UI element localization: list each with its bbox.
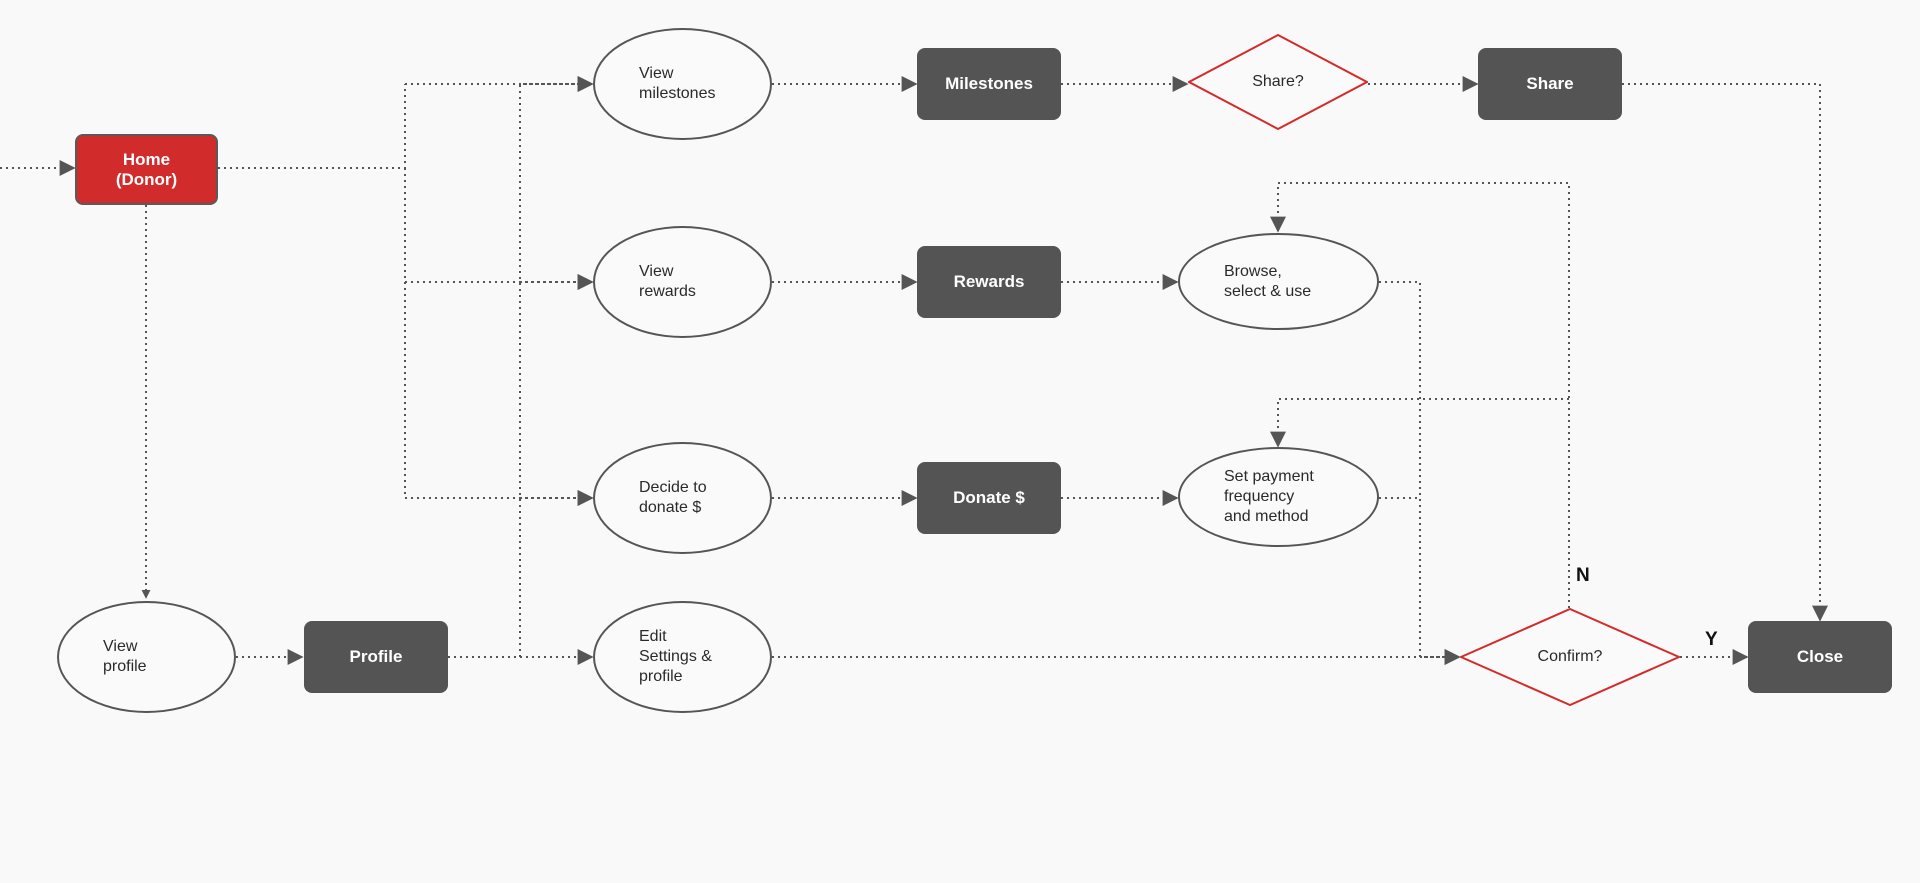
share-decision-node[interactable]: Share? bbox=[1188, 34, 1368, 130]
set-payment-node[interactable]: Set payment frequency and method bbox=[1178, 447, 1379, 547]
view-milestones-label: View milestones bbox=[639, 65, 716, 102]
share-decision-label: Share? bbox=[1252, 73, 1304, 90]
view-profile-label: View profile bbox=[103, 638, 147, 675]
set-payment-label: Set payment frequency and method bbox=[1224, 468, 1314, 525]
connector-home-rewards bbox=[404, 168, 594, 290]
connector-home-trunk bbox=[218, 84, 406, 169]
milestones-node[interactable]: Milestones bbox=[917, 48, 1061, 120]
edit-settings-label: Edit Settings & profile bbox=[639, 628, 712, 685]
edit-settings-node[interactable]: Edit Settings & profile bbox=[593, 601, 772, 713]
connector-browse-confirm bbox=[1379, 281, 1461, 665]
view-rewards-label: View rewards bbox=[639, 263, 696, 300]
connector-confirm-no-browse bbox=[1270, 182, 1570, 608]
donate-node[interactable]: Donate $ bbox=[917, 462, 1061, 534]
confirm-no-label: N bbox=[1576, 565, 1590, 586]
confirm-decision-label: Confirm? bbox=[1537, 648, 1603, 665]
connector-home-donate bbox=[404, 282, 594, 506]
confirm-decision-node[interactable]: Confirm? bbox=[1460, 608, 1680, 706]
browse-select-use-node[interactable]: Browse, select & use bbox=[1178, 233, 1379, 330]
view-profile-node[interactable]: View profile bbox=[57, 601, 236, 713]
share-decision-shape bbox=[1188, 34, 1368, 130]
confirm-decision-shape bbox=[1460, 608, 1680, 706]
rewards-node[interactable]: Rewards bbox=[917, 246, 1061, 318]
confirm-yes-label: Y bbox=[1705, 629, 1718, 650]
connector-profile-trunk bbox=[448, 76, 594, 658]
share-node[interactable]: Share bbox=[1478, 48, 1622, 120]
home-donor-node[interactable]: Home (Donor) bbox=[75, 134, 218, 205]
connector-confirm-no-payment bbox=[1270, 398, 1569, 448]
view-rewards-node[interactable]: View rewards bbox=[593, 226, 772, 338]
browse-select-use-label: Browse, select & use bbox=[1224, 262, 1312, 300]
profile-node[interactable]: Profile bbox=[304, 621, 448, 693]
view-milestones-node[interactable]: View milestones bbox=[593, 28, 772, 140]
decide-to-donate-label: Decide to donate $ bbox=[639, 479, 707, 516]
connector-share-close bbox=[1622, 83, 1828, 622]
close-node[interactable]: Close bbox=[1748, 621, 1892, 693]
decide-to-donate-node[interactable]: Decide to donate $ bbox=[593, 442, 772, 554]
